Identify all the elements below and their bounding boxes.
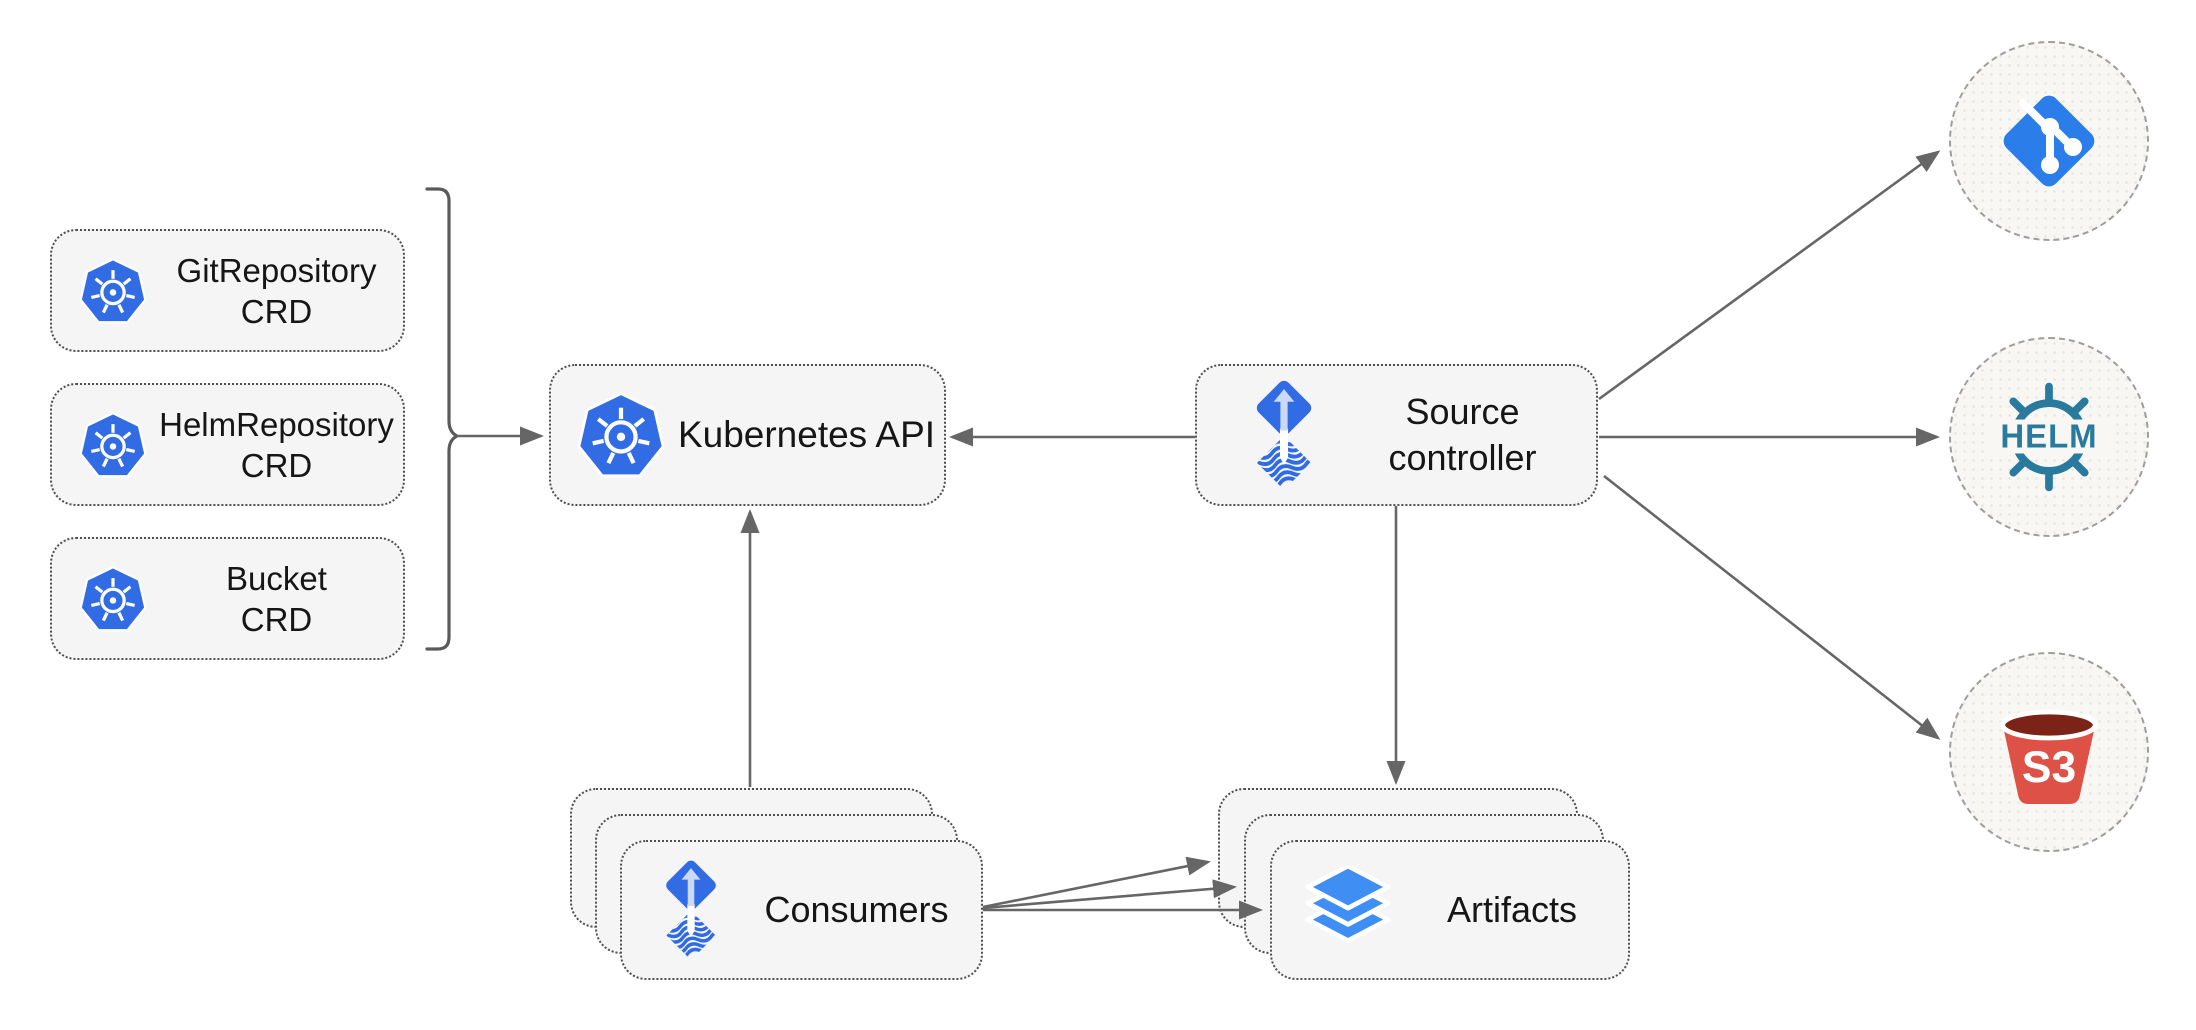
kubernetes-icon	[577, 392, 665, 478]
source-controller-label-line1: Source	[1405, 391, 1520, 432]
artifacts-stack: Artifacts	[1218, 788, 1638, 988]
arrow-consumers-to-artifacts-mid	[982, 879, 1237, 910]
gitrepository-crd-label: GitRepository CRD	[150, 250, 403, 332]
helmrepository-crd-node: HelmRepository CRD	[50, 383, 405, 506]
kubernetes-icon	[79, 565, 147, 631]
arrow-consumers-to-artifacts-back	[982, 856, 1211, 909]
git-icon	[2003, 95, 2095, 187]
helm-label: HELM	[2000, 418, 2097, 455]
consumers-node: Consumers	[620, 840, 983, 980]
helmrepository-crd-label: HelmRepository CRD	[150, 404, 403, 486]
kubernetes-api-label: Kubernetes API	[677, 414, 936, 455]
bucket-crd-label-line1: Bucket	[226, 559, 327, 597]
gitrepository-crd-node: GitRepository CRD	[50, 229, 405, 352]
gitrepository-crd-label-line1: GitRepository	[176, 251, 377, 289]
helmrepository-crd-label-line1: HelmRepository	[159, 405, 394, 443]
s3-label: S3	[2022, 743, 2076, 792]
gitrepository-crd-label-line2: CRD	[240, 292, 313, 330]
source-controller-label-line2: controller	[1388, 437, 1537, 478]
artifacts-node: Artifacts	[1270, 840, 1630, 980]
bucket-crd-label-line2: CRD	[240, 600, 313, 638]
kubernetes-icon	[79, 411, 147, 477]
flux-source-controller-icon	[666, 860, 716, 961]
kubernetes-icon	[79, 257, 147, 323]
flux-source-controller-icon	[1256, 380, 1312, 490]
git-repository-circle	[1949, 41, 2149, 241]
helm-repository-circle: HELM	[1949, 337, 2149, 537]
artifacts-label: Artifacts	[1446, 889, 1578, 930]
layers-icon	[1305, 866, 1391, 943]
arrow-source-controller-to-git	[1598, 150, 1941, 401]
bucket-crd-node: Bucket CRD	[50, 537, 405, 660]
crd-group-bracket	[425, 187, 461, 651]
source-controller-label: Source controller	[1329, 389, 1596, 481]
kubernetes-api-node: Kubernetes API	[549, 364, 946, 506]
bucket-crd-label: Bucket CRD	[150, 558, 403, 640]
source-controller-node: Source controller	[1195, 364, 1598, 506]
consumers-stack: Consumers	[570, 788, 990, 988]
helm-icon: HELM	[1986, 382, 2112, 492]
s3-bucket-circle: S3	[1949, 652, 2149, 852]
s3-bucket-icon: S3	[2000, 709, 2098, 805]
arrow-source-controller-to-s3	[1603, 474, 1941, 740]
consumers-label: Consumers	[764, 889, 949, 930]
helmrepository-crd-label-line2: CRD	[240, 446, 313, 484]
